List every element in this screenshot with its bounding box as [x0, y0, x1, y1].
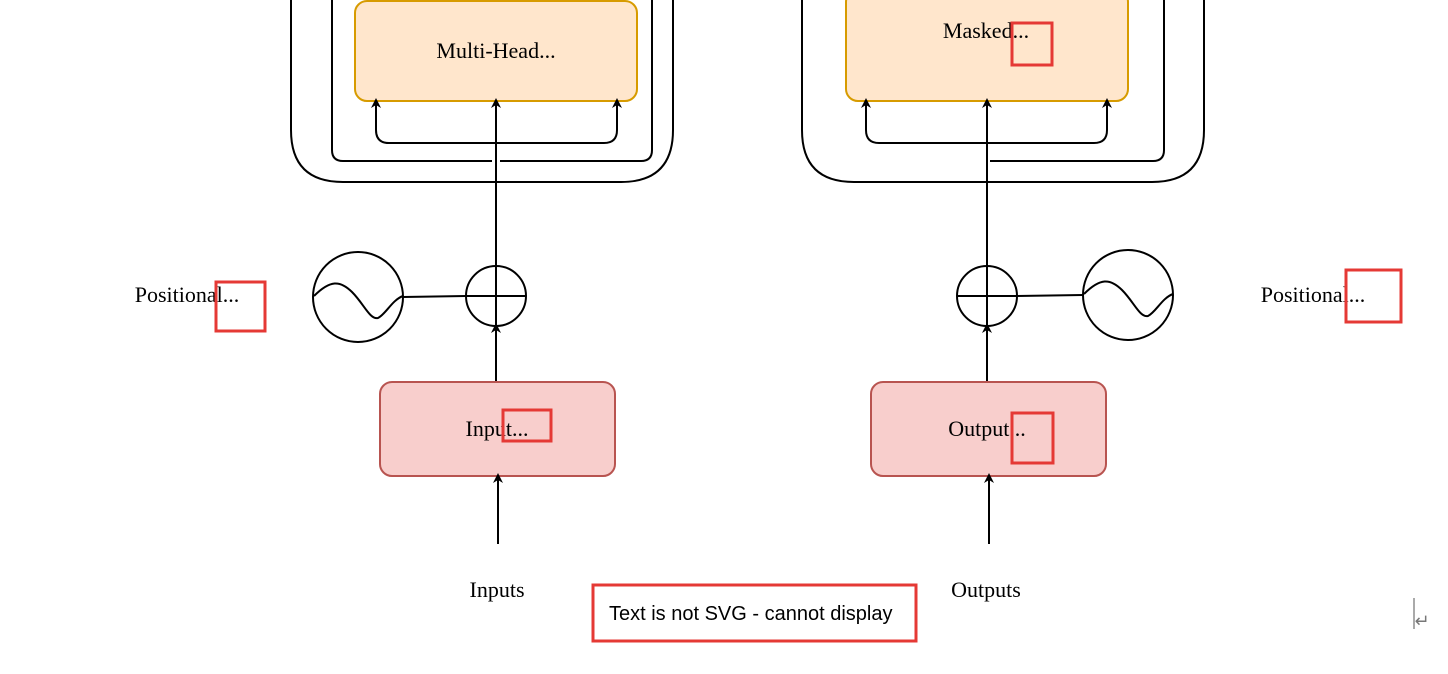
- encoder-positional-link: [402, 295, 467, 298]
- outputs-label: Outputs: [951, 577, 1021, 602]
- encoder-inner-frame-right: [500, 0, 653, 162]
- encoder-add-icon: [465, 265, 527, 327]
- decoder-positional-link: [1016, 294, 1084, 297]
- marker-encoder-positional: [214, 280, 267, 333]
- return-icon: ↵: [1413, 598, 1430, 632]
- multi-head-attention-label: Multi-Head...: [436, 38, 555, 63]
- inputs-label: Inputs: [470, 577, 525, 602]
- encoder-positional-label: Positional...: [135, 282, 240, 307]
- decoder-positional-label: Positional...: [1261, 282, 1366, 307]
- marker-output-embedding: [1010, 411, 1055, 465]
- marker-input-embedding: [501, 408, 553, 443]
- encoder-inner-frame: [331, 0, 492, 162]
- warning-box: [591, 583, 918, 643]
- marker-masked-attention: [1010, 21, 1054, 67]
- marker-decoder-positional: [1344, 268, 1403, 324]
- decoder-outer-frame: [801, 0, 1205, 183]
- return-glyph: ↵: [1414, 611, 1429, 632]
- masked-attention-box[interactable]: [845, 0, 1129, 102]
- decoder-positional-wave-icon: [1082, 249, 1174, 341]
- warning-text: Text is not SVG - cannot display: [609, 603, 892, 625]
- encoder-block: Multi-Head... Positional... Input... Inp…: [135, 0, 674, 602]
- encoder-outer-frame: [290, 0, 674, 183]
- decoder-add-icon: [956, 265, 1018, 327]
- encoder-positional-wave-icon: [312, 251, 404, 343]
- svg-text-warning: Text is not SVG - cannot display: [591, 583, 918, 643]
- red-markers: [214, 21, 1403, 465]
- input-embedding-label: Input...: [466, 416, 529, 441]
- decoder-block: Masked... Positional... Output... Output…: [801, 0, 1366, 602]
- decoder-inner-frame-right: [990, 0, 1165, 162]
- output-embedding-label: Output...: [948, 416, 1026, 441]
